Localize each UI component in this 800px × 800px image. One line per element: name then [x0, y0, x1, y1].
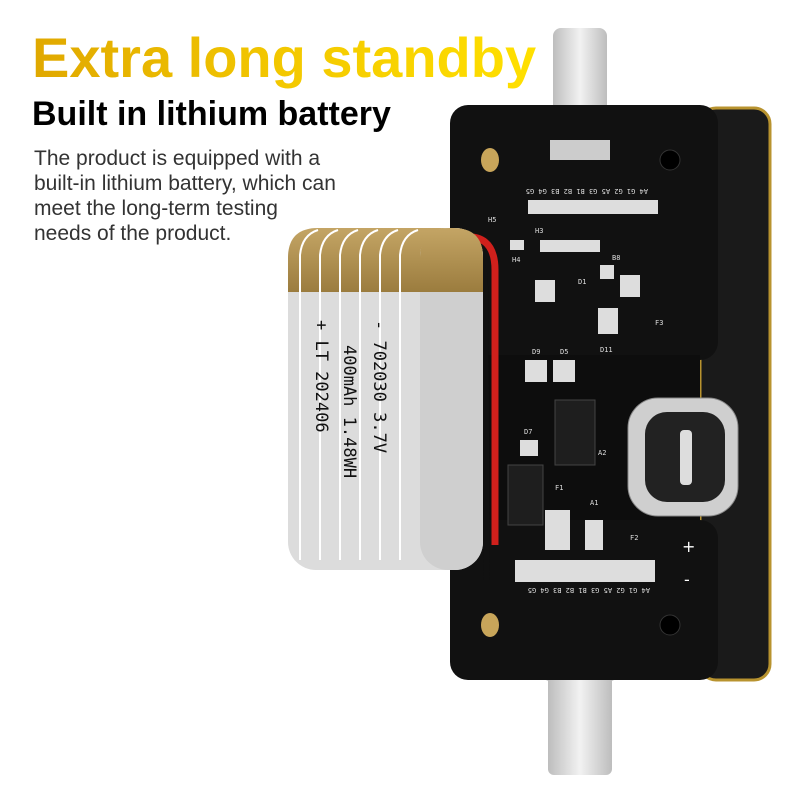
silkscreen-bottom-pins: A4 G1 G2 A5 G3 B1 B2 B3 G4 G5 [528, 586, 650, 594]
description-line: The product is equipped with a [34, 147, 321, 170]
silkscreen-b8: B8 [612, 254, 620, 262]
silkscreen-a2: A2 [598, 449, 606, 457]
silkscreen-d11: D11 [600, 346, 613, 354]
battery-label-line2: 400mAh 1.48WH [339, 345, 359, 478]
lithium-battery: - 702030 3.7V 400mAh 1.48WH + LT 202406 [288, 228, 483, 570]
minus-terminal-label: - [684, 570, 690, 589]
silkscreen-d9: D9 [532, 348, 540, 356]
description-line: built-in lithium battery, which can [34, 172, 336, 195]
headline: Extra long standby [32, 26, 537, 89]
silkscreen-h5: H5 [488, 216, 496, 224]
usb-c-port [627, 397, 739, 517]
description: The product is equipped with a built-in … [34, 146, 414, 246]
silkscreen-d5: D5 [560, 348, 568, 356]
silkscreen-d7: D7 [524, 428, 532, 436]
silkscreen-top-pins: A4 G1 G2 A5 G3 B1 B2 B3 G4 G5 [526, 187, 648, 195]
silkscreen-f3: F3 [655, 319, 663, 327]
description-line: needs of the product. [34, 222, 232, 245]
description-line: meet the long-term testing [34, 197, 278, 220]
silkscreen-d1: D1 [578, 278, 586, 286]
battery-label-line1: - 702030 3.7V [369, 320, 389, 453]
silkscreen-h4: H4 [512, 256, 520, 264]
pcb-board: A4 G1 G2 A5 G3 B1 B2 B3 G4 G5 A4 G1 G2 A… [450, 105, 739, 680]
battery-label-line3: + LT 202406 [311, 320, 331, 433]
plus-terminal-label: + [682, 537, 695, 556]
silkscreen-f1: F1 [555, 484, 563, 492]
silkscreen-a1: A1 [590, 499, 598, 507]
subheadline: Built in lithium battery [32, 95, 391, 133]
silkscreen-f2: F2 [630, 534, 638, 542]
silkscreen-h3: H3 [535, 227, 543, 235]
